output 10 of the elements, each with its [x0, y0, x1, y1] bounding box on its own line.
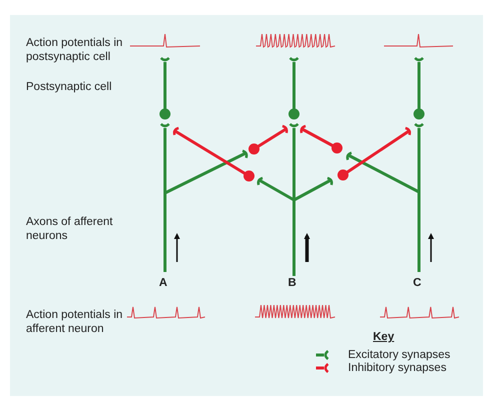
neuron-label: A — [159, 276, 168, 290]
axis-label: Action potentials in postsynaptic cell — [26, 36, 124, 64]
neuron-label: B — [288, 276, 298, 290]
axis-label: Postsynaptic cell — [26, 80, 113, 94]
legend-title: Key — [373, 330, 396, 344]
axis-label: Action potentials in afferent neuron — [26, 308, 124, 336]
legend-label: Excitatory synapses — [348, 348, 452, 362]
neuron-label: C — [413, 276, 422, 290]
axis-label: Axons of afferent neurons — [26, 215, 114, 243]
legend-label: Inhibitory synapses — [348, 361, 448, 375]
